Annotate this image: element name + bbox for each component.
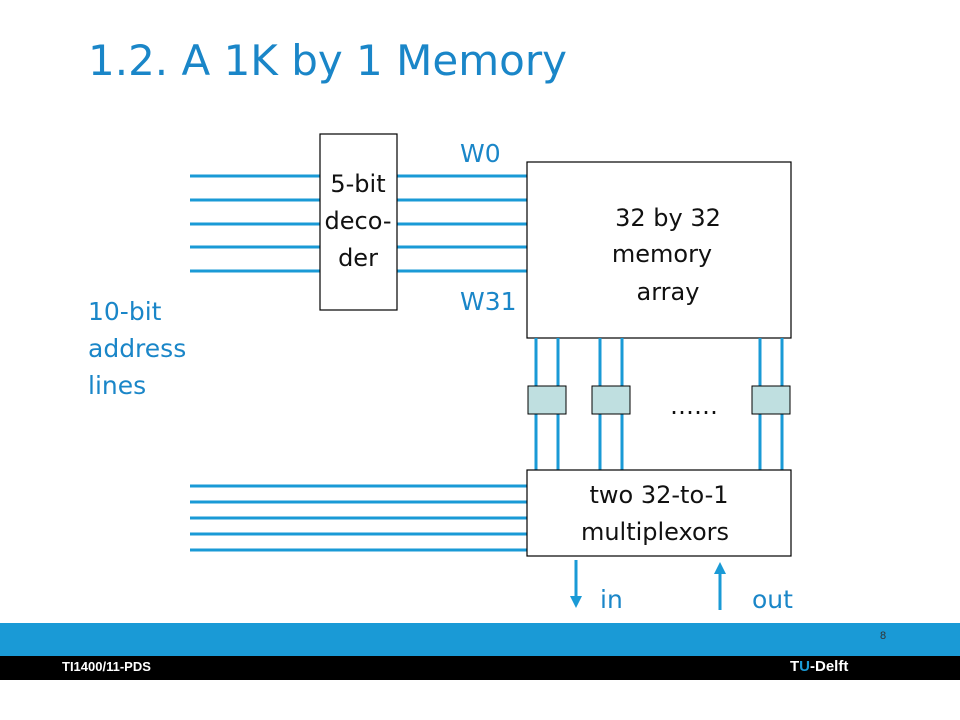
memory-array-label-line-3: array — [637, 278, 700, 306]
page-number: 8 — [880, 630, 887, 642]
decoder-label-line-1: 5-bit — [330, 170, 385, 198]
data-out-label: out — [752, 585, 793, 614]
memory-array-box — [526, 161, 792, 339]
slide-title: 1.2. A 1K by 1 Memory — [88, 36, 567, 85]
decoder-box — [319, 133, 398, 311]
data-out-arrow — [714, 562, 726, 610]
sense-amplifiers — [527, 385, 791, 415]
data-in-label: in — [600, 585, 623, 614]
sense-amp-2 — [591, 385, 631, 415]
footer-bar — [0, 656, 960, 680]
footer-band — [0, 623, 960, 656]
brand-logo-text: TU-Delft — [790, 658, 848, 675]
column-ellipsis: …… — [670, 392, 718, 420]
brand-highlight: U — [799, 658, 811, 675]
multiplexor-label-line-1: two 32-to-1 — [589, 481, 728, 509]
course-code: TI1400/11-PDS — [62, 659, 151, 674]
word-line-label-w31: W31 — [460, 287, 517, 316]
brand-suffix: -Delft — [810, 658, 849, 675]
sense-amp-1 — [527, 385, 567, 415]
multiplexor-box — [526, 469, 792, 557]
address-label-line-1: 10-bit — [88, 297, 162, 326]
memory-array-label-line-2: memory — [612, 240, 712, 268]
mux-address-lines — [190, 484, 527, 552]
memory-array-label-line-1: 32 by 32 — [615, 204, 721, 232]
address-label-line-2: address — [88, 334, 186, 363]
multiplexor-label-line-2: multiplexors — [581, 518, 729, 546]
decoder-input-lines — [190, 174, 320, 273]
sense-amp-3 — [751, 385, 791, 415]
data-in-arrow — [570, 560, 582, 608]
decoder-label-line-2: deco- — [325, 207, 392, 235]
word-lines — [397, 174, 527, 273]
brand-prefix: T — [790, 658, 800, 675]
word-line-label-w0: W0 — [460, 139, 501, 168]
memory-diagram: 5-bit deco- der W0 W31 10-bit address li… — [88, 133, 793, 614]
bit-lines — [534, 338, 784, 470]
decoder-label-line-3: der — [338, 244, 378, 272]
address-label-line-3: lines — [88, 371, 146, 400]
